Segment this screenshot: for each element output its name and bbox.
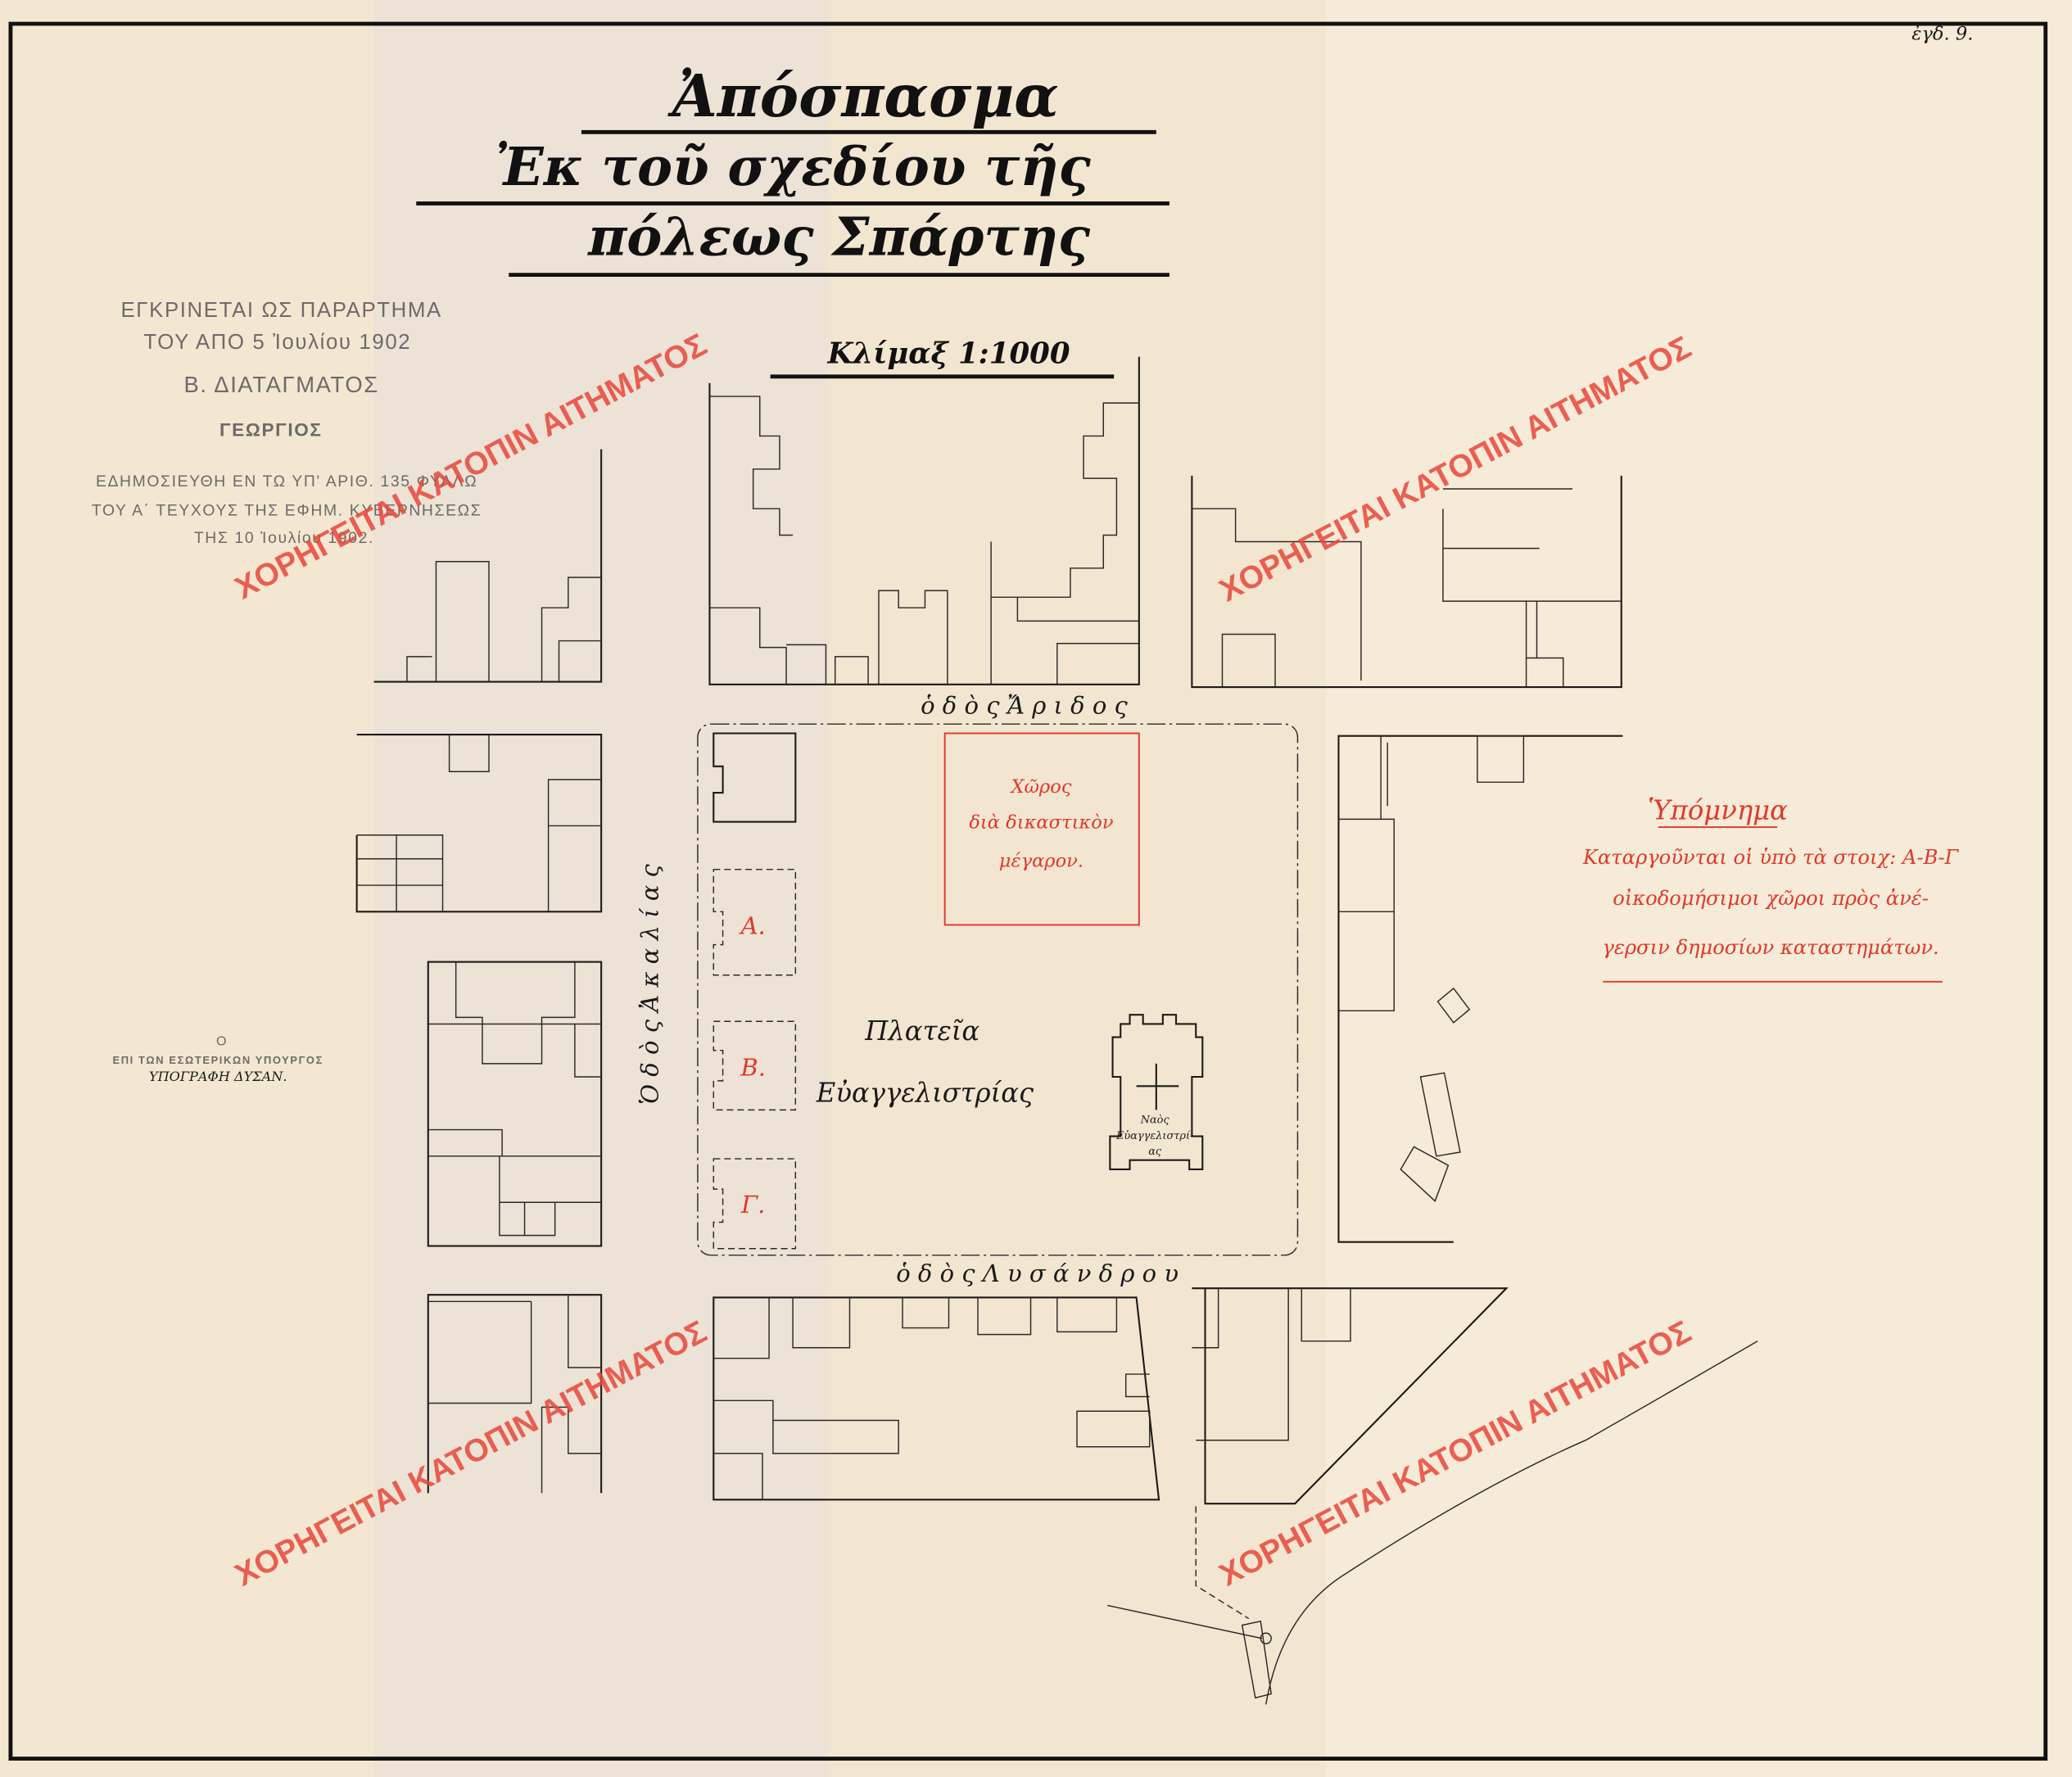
- river-line: [1265, 1341, 1758, 1705]
- street-label-lysandrou: ὁ δ ὸ ς Λ υ σ ά ν δ ρ ο υ: [896, 1259, 1179, 1287]
- title-line-2: Ἐκ τοῦ σχεδίου τῆς: [495, 136, 1092, 198]
- stamp-line: ΤΗΣ 10 Ἰουλίου 1902.: [194, 529, 374, 547]
- watermark: ΧΟΡΗΓΕΙΤΑΙ ΚΑΤΟΠΙΝ ΑΙΤΗΜΑΤΟΣ: [1214, 330, 1697, 609]
- church-label: Εὐαγγελιστρί-: [1115, 1130, 1193, 1142]
- block-northeast: [1191, 475, 1622, 689]
- square-boundary: [697, 723, 1299, 1256]
- stamp-line: Β. ΔΙΑΤΑΓΜΑΤΟΣ: [183, 372, 378, 397]
- stamp-line: ΕΔΗΜΟΣΙΕΥΘΗ ΕΝ ΤΩ ΥΠ' ΑΡΙΘ. 135 ΦΥΛΛΩ: [96, 473, 477, 491]
- square-name: Πλατεῖα: [864, 1015, 979, 1047]
- cross-icon: [1136, 1063, 1179, 1110]
- church-label: Ναὸς: [1140, 1114, 1170, 1126]
- courthouse-label: μέγαρον.: [999, 850, 1084, 871]
- note-legend: Ὑπόμνημα Καταργοῦνται οἱ ὑπὸ τὰ στοιχ: Α…: [1582, 794, 1960, 983]
- map-frame: [8, 21, 2048, 1761]
- plot-b-label: B.: [740, 1053, 766, 1081]
- plot-c-label: Γ.: [740, 1191, 765, 1219]
- plot-a-label: A.: [739, 912, 766, 940]
- square-evangelistria: A. B. Γ. Χῶρος διὰ δικαστικὸν μέγαρον. Π…: [697, 723, 1299, 1256]
- map-title: Ἀπόσπασμα Ἐκ τοῦ σχεδίου τῆς πόλεως Σπάρ…: [416, 61, 1169, 379]
- church-label: ας: [1148, 1146, 1162, 1158]
- plot-a-outline: [713, 868, 797, 976]
- signature-line: Ο: [216, 1033, 228, 1048]
- fountain-structure: [1106, 1604, 1273, 1699]
- block-southwest: [427, 961, 603, 1247]
- block-south: [713, 1296, 1160, 1501]
- note-heading: Ὑπόμνημα: [1648, 794, 1788, 825]
- courthouse-label: Χῶρος: [1009, 776, 1071, 798]
- block-north: [708, 356, 1140, 685]
- block-northwest: [373, 449, 603, 683]
- plot-c-outline: [713, 1158, 797, 1250]
- block-south-west-corner: [427, 1294, 603, 1494]
- well-symbol: [1260, 1632, 1272, 1644]
- block-east: [1337, 735, 1623, 1243]
- approval-stamp: ΕΓΚΡΙΝΕΤΑΙ ΩΣ ΠΑΡΑΡΤΗΜΑ ΤΟΥ ΑΠΟ 5 Ἰουλίο…: [92, 299, 482, 547]
- watermark: ΧΟΡΗΓΕΙΤΑΙ ΚΑΤΟΠΙΝ ΑΙΤΗΜΑΤΟΣ: [229, 327, 713, 606]
- signature-line: ΕΠΙ ΤΩΝ ΕΣΩΤΕΡΙΚΩΝ ΥΠΟΥΡΓΟΣ: [113, 1054, 323, 1066]
- note-line: οἰκοδομήσιμοι χῶροι πρὸς ἀνέ-: [1613, 887, 1929, 910]
- minister-signature: Ο ΕΠΙ ΤΩΝ ΕΣΩΤΕΡΙΚΩΝ ΥΠΟΥΡΓΟΣ ΥΠΟΓΡΑΦΗ Δ…: [113, 1033, 323, 1084]
- street-label-west: Ὁ δ ὸ ς Ἀ κ α λ ί α ς: [636, 863, 664, 1104]
- title-line-1: Ἀπόσπασμα: [667, 61, 1059, 130]
- courthouse-label: διὰ δικαστικὸν: [969, 812, 1114, 834]
- title-line-3: πόλεως Σπάρτης: [586, 206, 1091, 268]
- block-west: [355, 734, 603, 913]
- stamp-line: ΓΕΩΡΓΙΟΣ: [219, 419, 323, 440]
- scale-label: Κλίμαξ 1:1000: [826, 337, 1070, 371]
- stamp-line: ΤΟΥ ΑΠΟ 5 Ἰουλίου 1902: [143, 331, 411, 354]
- street-label-aridos: ὁ δ ὸ ς Ἄ ρ ι δ ο ς: [921, 691, 1128, 719]
- stamp-line: ΤΟΥ Α΄ ΤΕΥΧΟΥΣ ΤΗΣ ΕΦΗΜ. ΚΥΒΕΡΝΗΣΕΩΣ: [92, 501, 482, 519]
- note-line: γερσιν δημοσίων καταστημάτων.: [1602, 936, 1939, 959]
- signature-line: ΥΠΟΓΡΑΦΗ ΔΥΣΑΝ.: [149, 1069, 287, 1084]
- watermark: ΧΟΡΗΓΕΙΤΑΙ ΚΑΤΟΠΙΝ ΑΙΤΗΜΑΤΟΣ: [229, 1314, 713, 1594]
- kiosk-building: [713, 732, 797, 823]
- watermark: ΧΟΡΗΓΕΙΤΑΙ ΚΑΤΟΠΙΝ ΑΙΤΗΜΑΤΟΣ: [1214, 1314, 1697, 1594]
- note-line: Καταργοῦνται οἱ ὑπὸ τὰ στοιχ: Α-Β-Γ: [1582, 846, 1960, 869]
- stamp-line: ΕΓΚΡΙΝΕΤΑΙ ΩΣ ΠΑΡΑΡΤΗΜΑ: [120, 299, 441, 322]
- block-southeast: [1192, 1287, 1509, 1620]
- plot-b-outline: [713, 1020, 797, 1111]
- church-building: [1109, 1014, 1204, 1170]
- city-blocks: [355, 356, 1758, 1705]
- courthouse-site: [943, 732, 1140, 926]
- sheet-number: ἐγδ. 9.: [1911, 23, 1973, 44]
- square-name: Εὐαγγελιστρίας: [816, 1078, 1034, 1109]
